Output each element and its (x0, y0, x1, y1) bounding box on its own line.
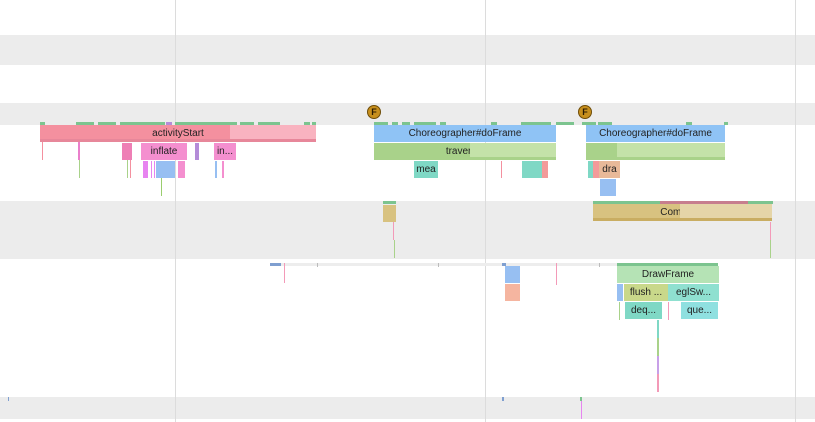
child-slice (599, 263, 600, 267)
child-slice (394, 240, 395, 258)
thread-state-strip (686, 122, 692, 125)
thread-state-strip (491, 122, 497, 125)
child-slice (581, 401, 582, 419)
thread-state-strip (98, 122, 116, 125)
child-slice (143, 161, 148, 178)
child-slice (383, 205, 396, 222)
child-slice (8, 397, 9, 401)
thread-state-strip (312, 122, 316, 125)
slice-activity-start-tail (230, 125, 316, 139)
child-slice (657, 374, 659, 392)
thread-state-strip (120, 122, 165, 125)
thread-state-strip (617, 263, 718, 266)
child-slice (127, 160, 128, 178)
slice-compiling-highlight (680, 204, 772, 218)
child-slice (438, 263, 439, 267)
time-gridline (485, 0, 486, 422)
child-slice (215, 161, 217, 178)
child-slice (42, 142, 43, 160)
thread-state-strip (556, 122, 574, 125)
slice-choreographer-do-frame[interactable]: Choreographer#doFrame (586, 125, 725, 142)
thread-state-strip (414, 122, 436, 125)
slice-flush-truncated[interactable]: flush ... (624, 284, 668, 301)
slice-traversal-highlight (617, 143, 725, 157)
track-band-1 (0, 35, 815, 65)
thread-state-strip (374, 122, 388, 125)
time-gridline (795, 0, 796, 422)
frame-flag-marker[interactable]: F (367, 105, 381, 119)
thread-state-strip (258, 122, 280, 125)
child-slice (79, 160, 80, 178)
child-slice (619, 302, 620, 320)
child-slice (78, 142, 80, 160)
thread-state-strip (724, 122, 728, 125)
child-slice (156, 161, 175, 178)
child-slice (657, 338, 659, 356)
slice-draw-frame[interactable]: DrawFrame (617, 266, 719, 283)
slice-dequeue-truncated[interactable]: deq... (625, 302, 662, 319)
thread-state-strip (440, 122, 446, 125)
time-gridline (175, 0, 176, 422)
thread-state-strip (175, 122, 237, 125)
thread-state-strip (270, 263, 281, 266)
child-slice (122, 143, 132, 160)
slice-queue-truncated[interactable]: que... (681, 302, 718, 319)
thread-state-strip (521, 122, 551, 125)
thread-state-strip (392, 122, 398, 125)
child-slice (130, 160, 131, 178)
slice-choreographer-do-frame[interactable]: Choreographer#doFrame (374, 125, 556, 142)
child-slice (161, 178, 162, 196)
slice-egl-swap-truncated[interactable]: eglSw... (668, 284, 719, 301)
child-slice (600, 179, 616, 196)
thread-state-strip (166, 122, 172, 125)
child-slice (178, 161, 185, 178)
slice-inflate[interactable]: inflate (141, 143, 187, 160)
child-slice (505, 284, 520, 301)
child-slice (770, 240, 771, 258)
child-slice (556, 263, 557, 285)
child-slice (657, 356, 659, 374)
child-slice (593, 161, 599, 178)
child-slice (501, 161, 502, 178)
slice-measure-truncated[interactable]: mea (414, 161, 438, 178)
child-slice (505, 266, 520, 283)
thread-state-strip (502, 263, 506, 266)
thread-state-strip (76, 122, 94, 125)
frame-flag-marker[interactable]: F (578, 105, 592, 119)
slice-in-truncated[interactable]: in... (214, 143, 236, 160)
thread-state-strip (582, 122, 596, 125)
child-slice (502, 397, 504, 401)
render-thread-baseline (270, 263, 718, 266)
child-slice (657, 320, 659, 338)
thread-state-strip (402, 122, 410, 125)
child-slice (393, 222, 394, 240)
child-slice (770, 222, 771, 240)
child-slice (617, 284, 623, 301)
track-band-4 (0, 397, 815, 419)
child-slice (222, 161, 224, 178)
child-slice (195, 143, 199, 160)
track-band-2 (0, 103, 815, 125)
child-slice (154, 161, 155, 178)
child-slice (588, 161, 593, 178)
thread-state-strip (304, 122, 310, 125)
slice-traversal-highlight (470, 143, 556, 157)
thread-state-strip (598, 122, 612, 125)
slice-compiling-edge (593, 218, 772, 221)
slice-activity-start-edge (40, 139, 316, 142)
thread-state-strip (660, 201, 748, 204)
child-slice (317, 263, 318, 267)
thread-state-strip (383, 201, 396, 204)
child-slice (284, 263, 285, 283)
thread-state-strip (240, 122, 254, 125)
child-slice (151, 161, 152, 178)
slice-draw-truncated[interactable]: dra (599, 161, 620, 178)
thread-state-strip (40, 122, 45, 125)
child-slice (580, 397, 582, 401)
child-slice (522, 161, 542, 178)
child-slice (542, 161, 548, 178)
child-slice (668, 302, 669, 320)
